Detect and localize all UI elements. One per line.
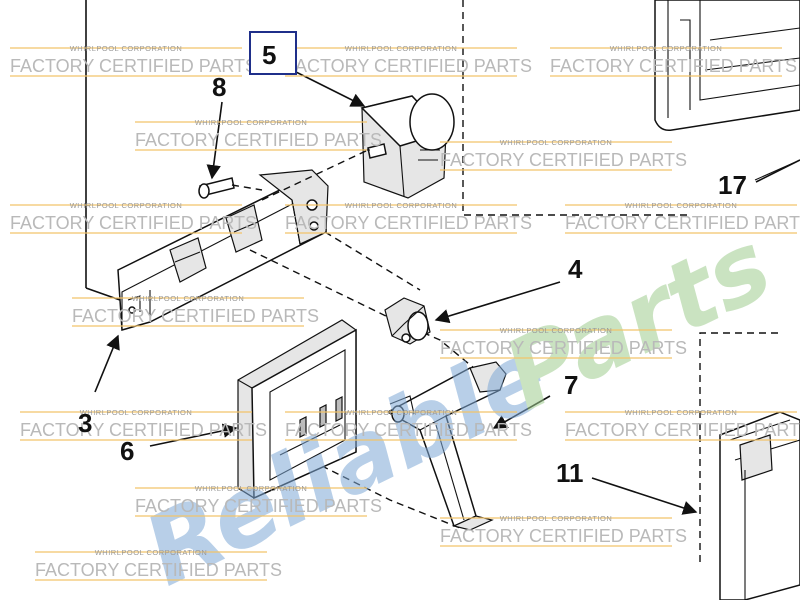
callout-11: 11 <box>556 458 584 488</box>
callout-3: 3 <box>78 408 92 438</box>
cover-part-6 <box>237 319 357 500</box>
watermark-layer: WHIRLPOOL CORPORATION FACTORY CERTIFIED P… <box>10 44 800 581</box>
screw-part-8 <box>198 177 235 199</box>
callout-8: 8 <box>212 72 226 102</box>
callout-labels: 5 8 17 4 7 3 6 11 <box>78 31 747 488</box>
watermark-stamp: WHIRLPOOL CORPORATION FACTORY CERTIFIED P… <box>72 294 319 327</box>
watermark-corporation: WHIRLPOOL CORPORATION <box>345 44 458 53</box>
watermark-text: FACTORY CERTIFIED PARTS <box>135 496 382 516</box>
watermark-stamp: WHIRLPOOL CORPORATION FACTORY CERTIFIED P… <box>285 44 532 77</box>
leader-8 <box>206 101 223 180</box>
watermark-text: FACTORY CERTIFIED PARTS <box>440 150 687 170</box>
watermark-text: FACTORY CERTIFIED PARTS <box>285 420 532 440</box>
watermark-corporation: WHIRLPOOL CORPORATION <box>70 201 183 210</box>
watermark-text: FACTORY CERTIFIED PARTS <box>135 130 382 150</box>
callout-7: 7 <box>564 370 578 400</box>
watermark-corporation: WHIRLPOOL CORPORATION <box>132 294 245 303</box>
watermark-stamp: WHIRLPOOL CORPORATION FACTORY CERTIFIED P… <box>565 408 800 441</box>
watermark-corporation: WHIRLPOOL CORPORATION <box>500 138 613 147</box>
housing-part-17 <box>654 0 800 181</box>
watermark-stamp: WHIRLPOOL CORPORATION FACTORY CERTIFIED P… <box>20 408 267 441</box>
watermark-stamp: WHIRLPOOL CORPORATION FACTORY CERTIFIED P… <box>440 138 687 171</box>
leader-3 <box>94 334 120 393</box>
watermark-corporation: WHIRLPOOL CORPORATION <box>625 201 738 210</box>
watermark-corporation: WHIRLPOOL CORPORATION <box>610 44 723 53</box>
watermark-corporation: WHIRLPOOL CORPORATION <box>195 484 308 493</box>
watermark-stamp: WHIRLPOOL CORPORATION FACTORY CERTIFIED P… <box>285 201 532 234</box>
watermark-text: FACTORY CERTIFIED PARTS <box>440 338 687 358</box>
align-line-actuator <box>324 231 421 291</box>
watermark-corporation: WHIRLPOOL CORPORATION <box>70 44 183 53</box>
leader-4 <box>434 281 561 324</box>
watermark-stamp: WHIRLPOOL CORPORATION FACTORY CERTIFIED P… <box>550 44 797 77</box>
watermark-stamp: WHIRLPOOL CORPORATION FACTORY CERTIFIED P… <box>10 44 257 77</box>
watermark-corporation: WHIRLPOOL CORPORATION <box>625 408 738 417</box>
watermark-stamp: WHIRLPOOL CORPORATION FACTORY CERTIFIED P… <box>135 484 382 517</box>
boundary-dashed-lower <box>699 332 778 565</box>
leader-11 <box>591 477 698 515</box>
watermark-corporation: WHIRLPOOL CORPORATION <box>500 514 613 523</box>
callout-box-5 <box>249 31 297 75</box>
callout-17: 17 <box>718 170 747 200</box>
align-line-screw <box>231 184 263 191</box>
watermark-text: FACTORY CERTIFIED PARTS <box>35 560 282 580</box>
watermark-stamp: WHIRLPOOL CORPORATION FACTORY CERTIFIED P… <box>565 201 800 234</box>
assembly-drawing <box>85 0 800 600</box>
actuator-part-4 <box>384 297 431 345</box>
watermark-text: FACTORY CERTIFIED PARTS <box>440 526 687 546</box>
leader-7 <box>492 395 551 429</box>
watermark-text: FACTORY CERTIFIED PARTS <box>550 56 797 76</box>
align-line-lower <box>299 454 461 529</box>
watermark-stamp: WHIRLPOOL CORPORATION FACTORY CERTIFIED P… <box>285 408 532 441</box>
watermark-corporation: WHIRLPOOL CORPORATION <box>345 201 458 210</box>
callout-4: 4 <box>568 254 583 284</box>
watermark-stamp: WHIRLPOOL CORPORATION FACTORY CERTIFIED P… <box>440 326 687 359</box>
leader-17 <box>755 159 800 183</box>
watermark-text: FACTORY CERTIFIED PARTS <box>565 420 800 440</box>
watermark-corporation: WHIRLPOOL CORPORATION <box>95 548 208 557</box>
callout-5: 5 <box>262 40 276 70</box>
leader-6 <box>149 423 238 447</box>
brand-word-green: Parts <box>488 209 788 432</box>
watermark-text: FACTORY CERTIFIED PARTS <box>285 56 532 76</box>
watermark-text: FACTORY CERTIFIED PARTS <box>72 306 319 326</box>
watermark-text: FACTORY CERTIFIED PARTS <box>285 213 532 233</box>
watermark-stamp: WHIRLPOOL CORPORATION FACTORY CERTIFIED P… <box>35 548 282 581</box>
align-line-motor <box>261 149 369 201</box>
watermark-text: FACTORY CERTIFIED PARTS <box>565 213 800 233</box>
watermark-corporation: WHIRLPOOL CORPORATION <box>80 408 193 417</box>
motor-part-5 <box>360 93 455 199</box>
watermark-stamp: WHIRLPOOL CORPORATION FACTORY CERTIFIED P… <box>440 514 687 547</box>
watermark-corporation: WHIRLPOOL CORPORATION <box>500 326 613 335</box>
watermark-stamp: WHIRLPOOL CORPORATION FACTORY CERTIFIED P… <box>10 201 257 234</box>
boundary-dashed-top <box>462 0 690 216</box>
lever-part-7 <box>386 361 507 531</box>
watermark-text: FACTORY CERTIFIED PARTS <box>10 213 257 233</box>
callout-6: 6 <box>120 436 134 466</box>
align-line-cover <box>249 249 391 319</box>
watermark-stamp: WHIRLPOOL CORPORATION FACTORY CERTIFIED P… <box>135 118 382 151</box>
watermark-corporation: WHIRLPOOL CORPORATION <box>195 118 308 127</box>
watermark-text: FACTORY CERTIFIED PARTS <box>10 56 257 76</box>
watermark-corporation: WHIRLPOOL CORPORATION <box>345 408 458 417</box>
watermark-text: FACTORY CERTIFIED PARTS <box>20 420 267 440</box>
